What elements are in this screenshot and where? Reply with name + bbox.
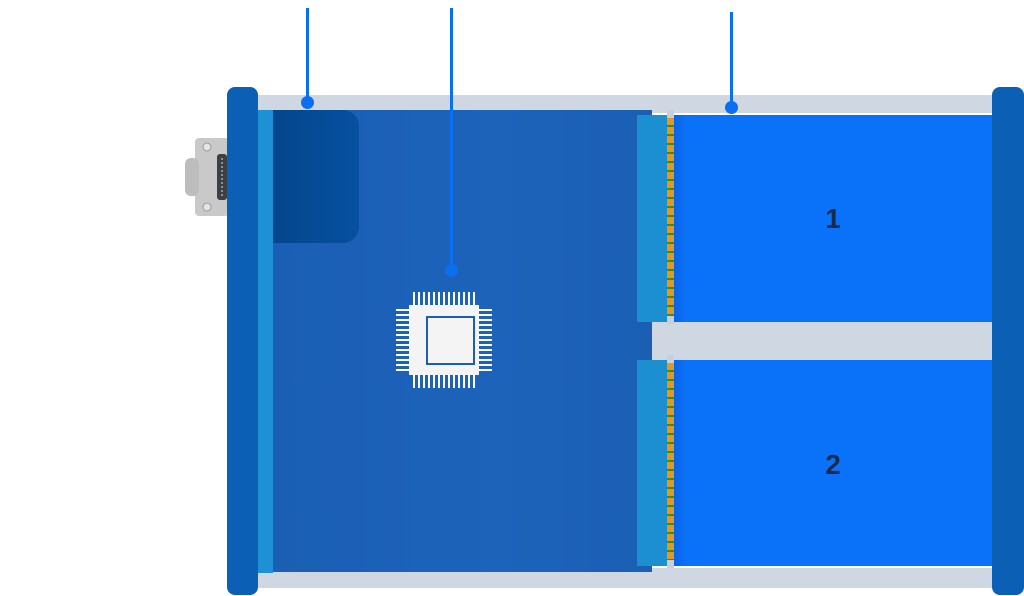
- expansion-card-1: [674, 115, 994, 322]
- card-contacts-2: [667, 355, 674, 568]
- expansion-slot-1: [637, 115, 667, 322]
- expansion-slot-2: [637, 360, 667, 566]
- callout-line-power: [306, 8, 309, 102]
- right-end-cap: [992, 87, 1024, 595]
- slot-label-1: 1: [825, 203, 841, 234]
- slot-label-2: 2: [825, 449, 841, 480]
- callout-dot-card: [725, 101, 738, 114]
- board-edge-strip: [258, 110, 273, 573]
- power-supply-block: [273, 110, 359, 243]
- slot-divider: [652, 322, 997, 360]
- top-rail: [250, 95, 1000, 113]
- cpu-chip-icon: [394, 290, 494, 390]
- callout-dot-cpu: [445, 264, 458, 277]
- expansion-card-2: [674, 360, 994, 566]
- left-end-cap: [227, 87, 258, 595]
- callout-line-card: [730, 12, 733, 107]
- callout-line-cpu: [450, 8, 453, 270]
- callout-dot-power: [301, 96, 314, 109]
- card-contacts-1: [667, 110, 674, 324]
- io-connector: [185, 138, 229, 216]
- bottom-rail: [250, 568, 1000, 588]
